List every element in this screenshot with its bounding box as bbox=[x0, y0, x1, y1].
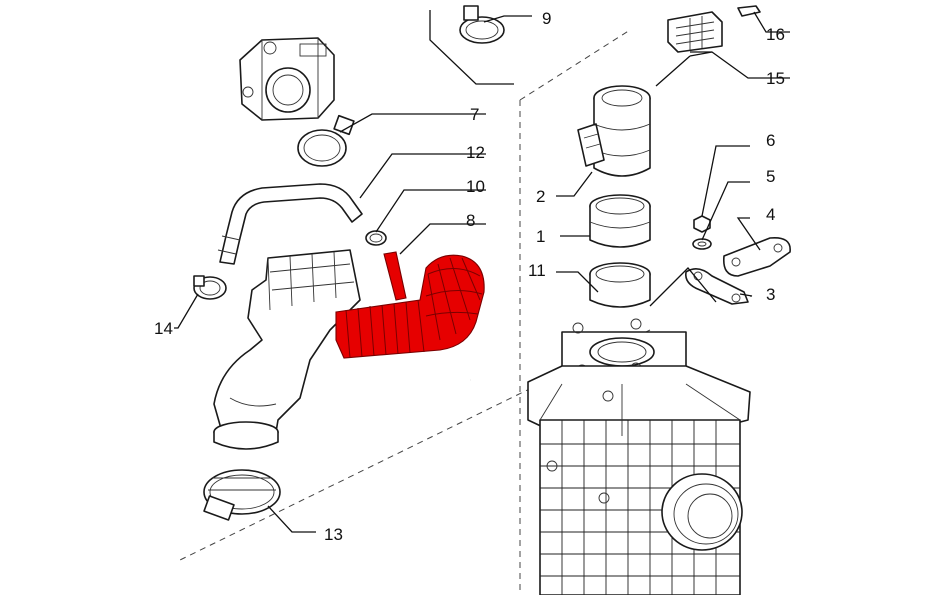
sleeve-1[interactable] bbox=[589, 194, 651, 248]
terminal-16[interactable] bbox=[737, 5, 761, 17]
label-3: 3 bbox=[766, 285, 775, 304]
seal-ring-11[interactable] bbox=[589, 262, 651, 308]
label-9: 9 bbox=[542, 9, 551, 28]
nut-6[interactable] bbox=[693, 215, 711, 233]
intake-duct[interactable] bbox=[213, 249, 361, 450]
label-14: 14 bbox=[154, 319, 173, 338]
label-10: 10 bbox=[466, 177, 485, 196]
label-16: 16 bbox=[766, 25, 785, 44]
label-8: 8 bbox=[466, 211, 475, 230]
leader-lines bbox=[174, 10, 790, 533]
hose-clamp-7[interactable] bbox=[297, 114, 355, 167]
hose-clamp-14[interactable] bbox=[193, 275, 227, 300]
callout-numbers: 9 16 15 7 12 10 8 6 5 4 3 2 1 11 14 13 bbox=[154, 9, 785, 544]
label-12: 12 bbox=[466, 143, 485, 162]
label-2: 2 bbox=[536, 187, 545, 206]
label-6: 6 bbox=[766, 131, 775, 150]
label-4: 4 bbox=[766, 205, 775, 224]
small-clamp-10[interactable] bbox=[365, 230, 387, 246]
label-7: 7 bbox=[470, 105, 479, 124]
label-13: 13 bbox=[324, 525, 343, 544]
hose-clamp-13[interactable] bbox=[203, 469, 281, 521]
breather-pipe-12[interactable] bbox=[217, 183, 363, 265]
air-filter-housing[interactable] bbox=[527, 318, 751, 595]
air-flow-meter-2[interactable] bbox=[577, 85, 651, 177]
washer-5[interactable] bbox=[692, 238, 712, 250]
label-15: 15 bbox=[766, 69, 785, 88]
label-11: 11 bbox=[528, 261, 546, 280]
label-1: 1 bbox=[536, 227, 545, 246]
electrical-connector-15[interactable] bbox=[667, 11, 723, 53]
corrugated-hose-8[interactable] bbox=[335, 251, 485, 359]
bracket-4[interactable] bbox=[722, 236, 791, 277]
hose-clamp-9[interactable] bbox=[459, 5, 505, 44]
label-5: 5 bbox=[766, 167, 775, 186]
bracket-3[interactable] bbox=[684, 268, 749, 305]
throttle-body[interactable] bbox=[239, 37, 335, 121]
assembly-boundary bbox=[179, 29, 651, 590]
hose-ribs bbox=[345, 257, 483, 359]
